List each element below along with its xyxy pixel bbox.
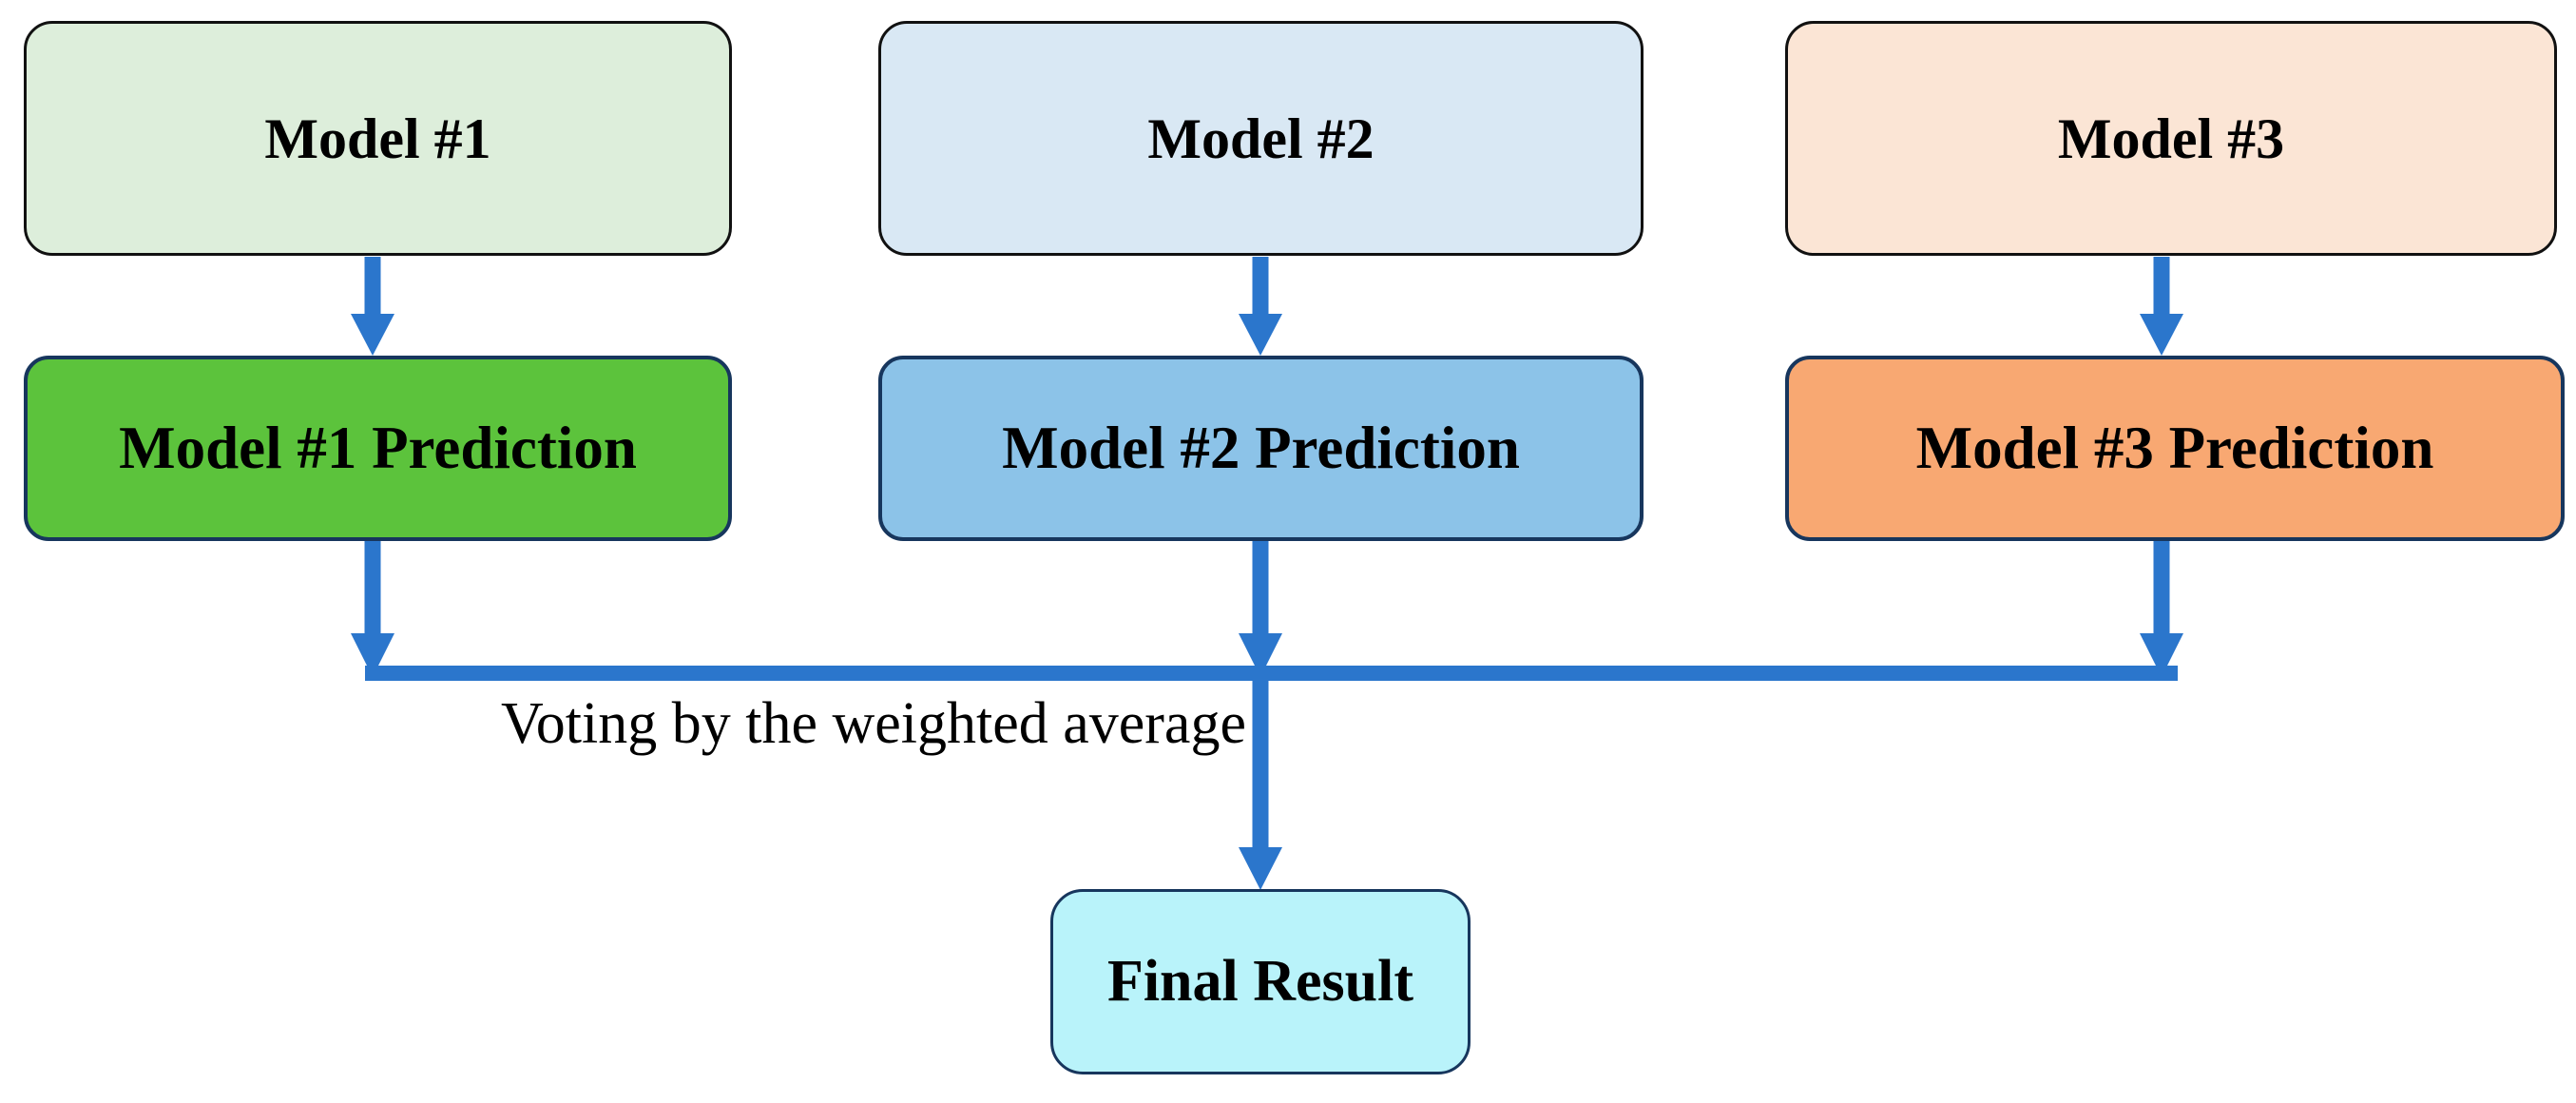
node-model-2-prediction: Model #2 Prediction <box>878 356 1644 541</box>
node-model-1-prediction: Model #1 Prediction <box>24 356 732 541</box>
voting-annotation: Voting by the weighted average <box>501 691 1246 756</box>
node-model-3: Model #3 <box>1785 21 2557 256</box>
node-model-1-prediction-label: Model #1 Prediction <box>119 414 637 481</box>
node-model-3-prediction: Model #3 Prediction <box>1785 356 2565 541</box>
node-final-result: Final Result <box>1050 889 1471 1074</box>
node-model-2-label: Model #2 <box>1147 106 1375 170</box>
node-model-2-prediction-label: Model #2 Prediction <box>1002 414 1520 481</box>
arrow-model1-to-prediction1 <box>351 257 394 356</box>
node-model-3-prediction-label: Model #3 Prediction <box>1915 414 2434 481</box>
arrow-prediction2-to-junction <box>1239 541 1282 677</box>
node-model-1-label: Model #1 <box>264 106 491 170</box>
voting-junction-bar <box>365 666 2178 681</box>
arrow-prediction3-to-junction <box>2140 541 2183 677</box>
arrow-prediction1-to-junction <box>351 541 394 677</box>
node-model-3-label: Model #3 <box>2057 106 2285 170</box>
arrow-model2-to-prediction2 <box>1239 257 1282 356</box>
node-model-1: Model #1 <box>24 21 732 256</box>
arrow-model3-to-prediction3 <box>2140 257 2183 356</box>
node-final-result-label: Final Result <box>1106 949 1414 1015</box>
node-model-2: Model #2 <box>878 21 1644 256</box>
